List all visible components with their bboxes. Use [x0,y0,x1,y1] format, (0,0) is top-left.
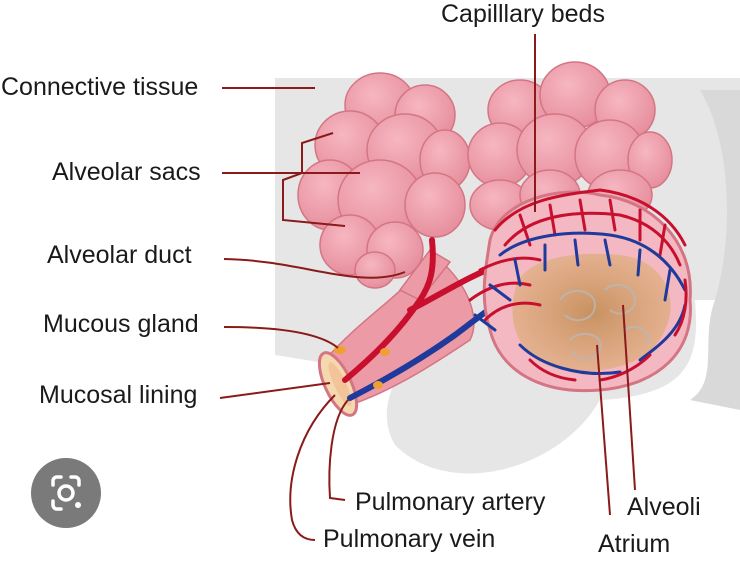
lens-search-button[interactable] [31,458,101,528]
label-mucosal-lining: Mucosal lining [39,381,198,409]
label-connective-tissue: Connective tissue [1,73,199,101]
capillary-network [468,188,688,382]
connective-tissue-shadow [690,90,740,410]
label-mucous-gland: Mucous gland [43,310,199,338]
left-alveolar-sac-cluster [297,72,471,289]
mucous-gland-dots [334,346,390,389]
label-pulmonary-artery: Pulmonary artery [355,488,546,516]
label-atrium: Atrium [598,530,671,558]
label-alveoli: Alveoli [627,493,701,521]
label-pulmonary-vein: Pulmonary vein [323,525,496,553]
label-alveolar-sacs: Alveolar sacs [52,158,201,186]
leader-lines [219,34,636,541]
cut-alveoli [482,190,692,393]
atrium-region [512,253,671,372]
lens-search-icon [51,475,81,511]
label-capillary-beds: Capilllary beds [441,0,605,28]
label-alveolar-duct: Alveolar duct [47,241,192,269]
